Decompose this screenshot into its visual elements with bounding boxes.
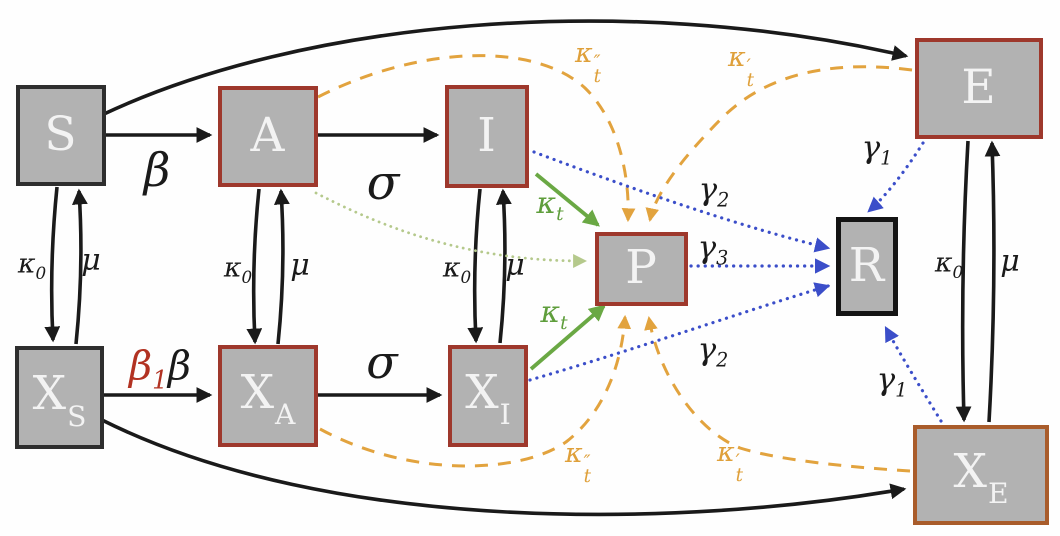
node-label: I	[477, 107, 496, 163]
rate-label-kappat-pp-bottom: κ″t	[564, 438, 592, 488]
rate-label-kappa0-a: κ0	[223, 252, 253, 287]
node-S: S	[16, 85, 106, 186]
edge-a-to-p-sage-dotted	[314, 191, 588, 268]
edge-i-to-r-dotted	[532, 150, 831, 253]
rate-label-mu-e: μ	[1000, 244, 1020, 279]
green-arrows	[529, 172, 606, 371]
edge-xs-to-xe-curve	[101, 418, 907, 517]
node-A: A	[218, 86, 318, 187]
edge-xi-to-r-dotted	[528, 282, 831, 382]
rate-label-kappa0-e: κ0	[934, 247, 964, 282]
rate-label-kappat-p-bottom: κ′t	[716, 437, 744, 487]
edge-a-to-p-dashed	[317, 54, 636, 223]
node-I: I	[445, 85, 529, 188]
rate-label-kappat-bottom: κt	[540, 295, 568, 335]
rate-label-mu-s: μ	[81, 243, 101, 278]
black-arrows	[44, 19, 1001, 517]
rate-label-kappat-p-top: κ′t	[727, 42, 755, 92]
rate-label-gamma2-top: γ2	[698, 171, 730, 212]
node-XI: XI	[448, 345, 528, 447]
node-XE: XE	[913, 425, 1049, 525]
edge-a-to-xa-kappa0	[246, 188, 263, 345]
edge-xs-to-s-mu	[71, 188, 88, 345]
edge-e-to-p-dashed	[645, 65, 913, 223]
edge-e-to-xe-kappa0	[955, 140, 972, 423]
node-label: E	[961, 59, 996, 115]
node-label: A	[250, 107, 285, 163]
node-label: R	[848, 237, 885, 293]
rate-label-gamma1-top: γ1	[861, 129, 893, 170]
edge-s-to-xs-kappa0	[44, 186, 61, 343]
edge-xe-to-r-dotted	[884, 325, 943, 423]
node-E: E	[915, 38, 1043, 139]
node-XA: XA	[218, 345, 318, 447]
edge-xa-to-p-dashed	[319, 314, 632, 468]
rate-label-sigma-bottom: σ	[366, 335, 398, 389]
node-label: P	[625, 240, 657, 296]
node-label: S	[44, 106, 77, 162]
rate-label-beta: β	[143, 143, 171, 197]
orange-dashed-arrows	[317, 54, 913, 473]
rate-label-kappat-top: κt	[536, 186, 564, 226]
edge-xi-to-p-green	[529, 304, 606, 371]
edge-xe-to-e-mu	[984, 140, 1001, 423]
rate-label-mu-a: μ	[290, 248, 310, 283]
node-label: X	[465, 364, 499, 420]
edge-i-to-xi-kappa0	[467, 188, 484, 344]
node-label: X	[240, 364, 275, 420]
edge-xi-to-i-mu	[495, 188, 512, 344]
rate-label-mu-i: μ	[505, 248, 525, 283]
edge-xa-to-a-mu	[273, 188, 290, 345]
node-label: X	[32, 366, 67, 422]
rate-label-gamma1-bottom: γ1	[876, 361, 908, 402]
rate-label-gamma2-bottom: γ2	[697, 331, 729, 372]
blue-dotted-arrows	[528, 141, 943, 423]
edge-xe-to-p-dashed	[644, 315, 911, 473]
rate-label-sigma-top: σ	[366, 155, 400, 211]
rate-label-beta1-beta: β1β	[128, 343, 192, 395]
node-R: R	[836, 217, 898, 316]
rate-label-kappa0-i: κ0	[442, 252, 472, 287]
node-label: X	[953, 443, 987, 499]
edge-i-to-p-green	[534, 172, 600, 227]
rate-label-kappa0-s: κ0	[17, 248, 47, 283]
edge-s-to-e-curve	[103, 19, 909, 116]
rate-label-kappat-pp-top: κ″t	[574, 38, 602, 88]
rate-label-gamma3: γ3	[697, 229, 729, 270]
node-P: P	[595, 232, 688, 306]
node-XS: XS	[15, 346, 104, 449]
